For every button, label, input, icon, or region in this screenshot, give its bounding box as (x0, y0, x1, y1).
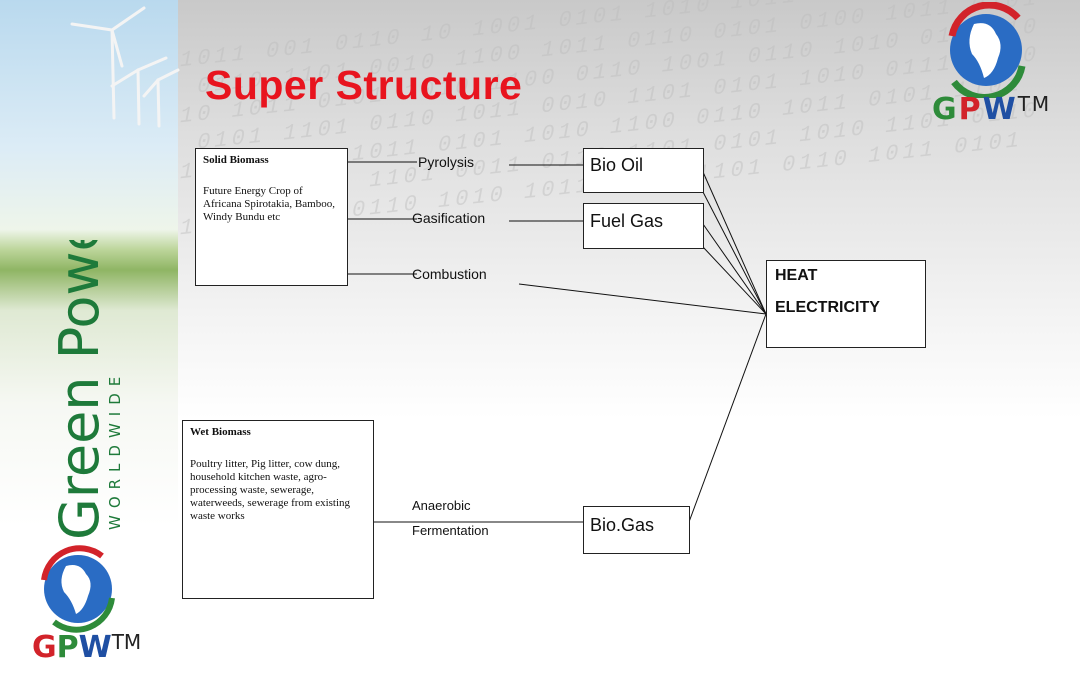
wind-turbine-icon (70, 6, 180, 128)
biogas-label: Bio.Gas (590, 515, 655, 535)
green-power-wordmark: Green Power WORLDWIDE (48, 240, 124, 540)
globe-logo-icon (41, 545, 115, 633)
top-logo: GPWTM (932, 92, 1051, 127)
biogas-box: Bio.Gas (583, 506, 690, 554)
top-logo-tm: TM (1017, 92, 1052, 116)
page-title: Super Structure (205, 62, 523, 108)
heat-label: HEAT (775, 267, 818, 284)
side-wordmark-text: Green Power (48, 240, 111, 540)
bio-oil-label: Bio Oil (590, 155, 644, 175)
connector-biooil-heat-b (702, 191, 767, 315)
wet-biomass-description: Poultry litter, Pig litter, cow dung, ho… (190, 458, 351, 522)
solid-biomass-description: Future Energy Crop of Africana Spirotaki… (203, 185, 335, 223)
wet-biomass-heading: Wet Biomass (190, 426, 251, 438)
solid-biomass-box: Solid Biomass Future Energy Crop of Afri… (195, 148, 348, 286)
process-gasification: Gasification (412, 210, 486, 226)
heat-electricity-box: HEAT ELECTRICITY (766, 260, 926, 348)
top-logo-w: W (982, 92, 1018, 127)
solid-biomass-heading: Solid Biomass (203, 154, 269, 166)
sidebar-banner: Green Power WORLDWIDE GPWTM (0, 0, 180, 675)
connector-biooil-heat-a (702, 171, 767, 315)
side-subtitle-text: WORLDWIDE (106, 370, 124, 530)
connector-fuelgas-heat-b (702, 246, 767, 315)
bottom-logo-p: P (56, 630, 79, 665)
process-pyrolysis: Pyrolysis (418, 154, 475, 170)
fuel-gas-label: Fuel Gas (590, 211, 664, 231)
connector-combustion-heat (518, 283, 767, 315)
process-combustion: Combustion (412, 266, 487, 282)
top-logo-g: G (932, 92, 959, 127)
process-anaerobic: Anaerobic (412, 498, 471, 513)
connector-fuelgas-heat-a (702, 223, 767, 315)
bottom-logo-tm: TM (111, 630, 142, 654)
top-logo-p: P (958, 92, 983, 127)
bio-oil-box: Bio Oil (583, 148, 704, 193)
wet-biomass-box: Wet Biomass Poultry litter, Pig litter, … (182, 420, 374, 599)
bottom-logo-g: G (32, 630, 57, 665)
bottom-logo-w: W (78, 630, 112, 665)
globe-logo-top-icon (948, 2, 1026, 98)
bottom-logo: GPWTM (32, 630, 141, 665)
electricity-label: ELECTRICITY (775, 299, 880, 316)
fuel-gas-box: Fuel Gas (583, 203, 704, 249)
process-fermentation: Fermentation (412, 523, 489, 538)
connector-biogas-heat (688, 313, 767, 523)
